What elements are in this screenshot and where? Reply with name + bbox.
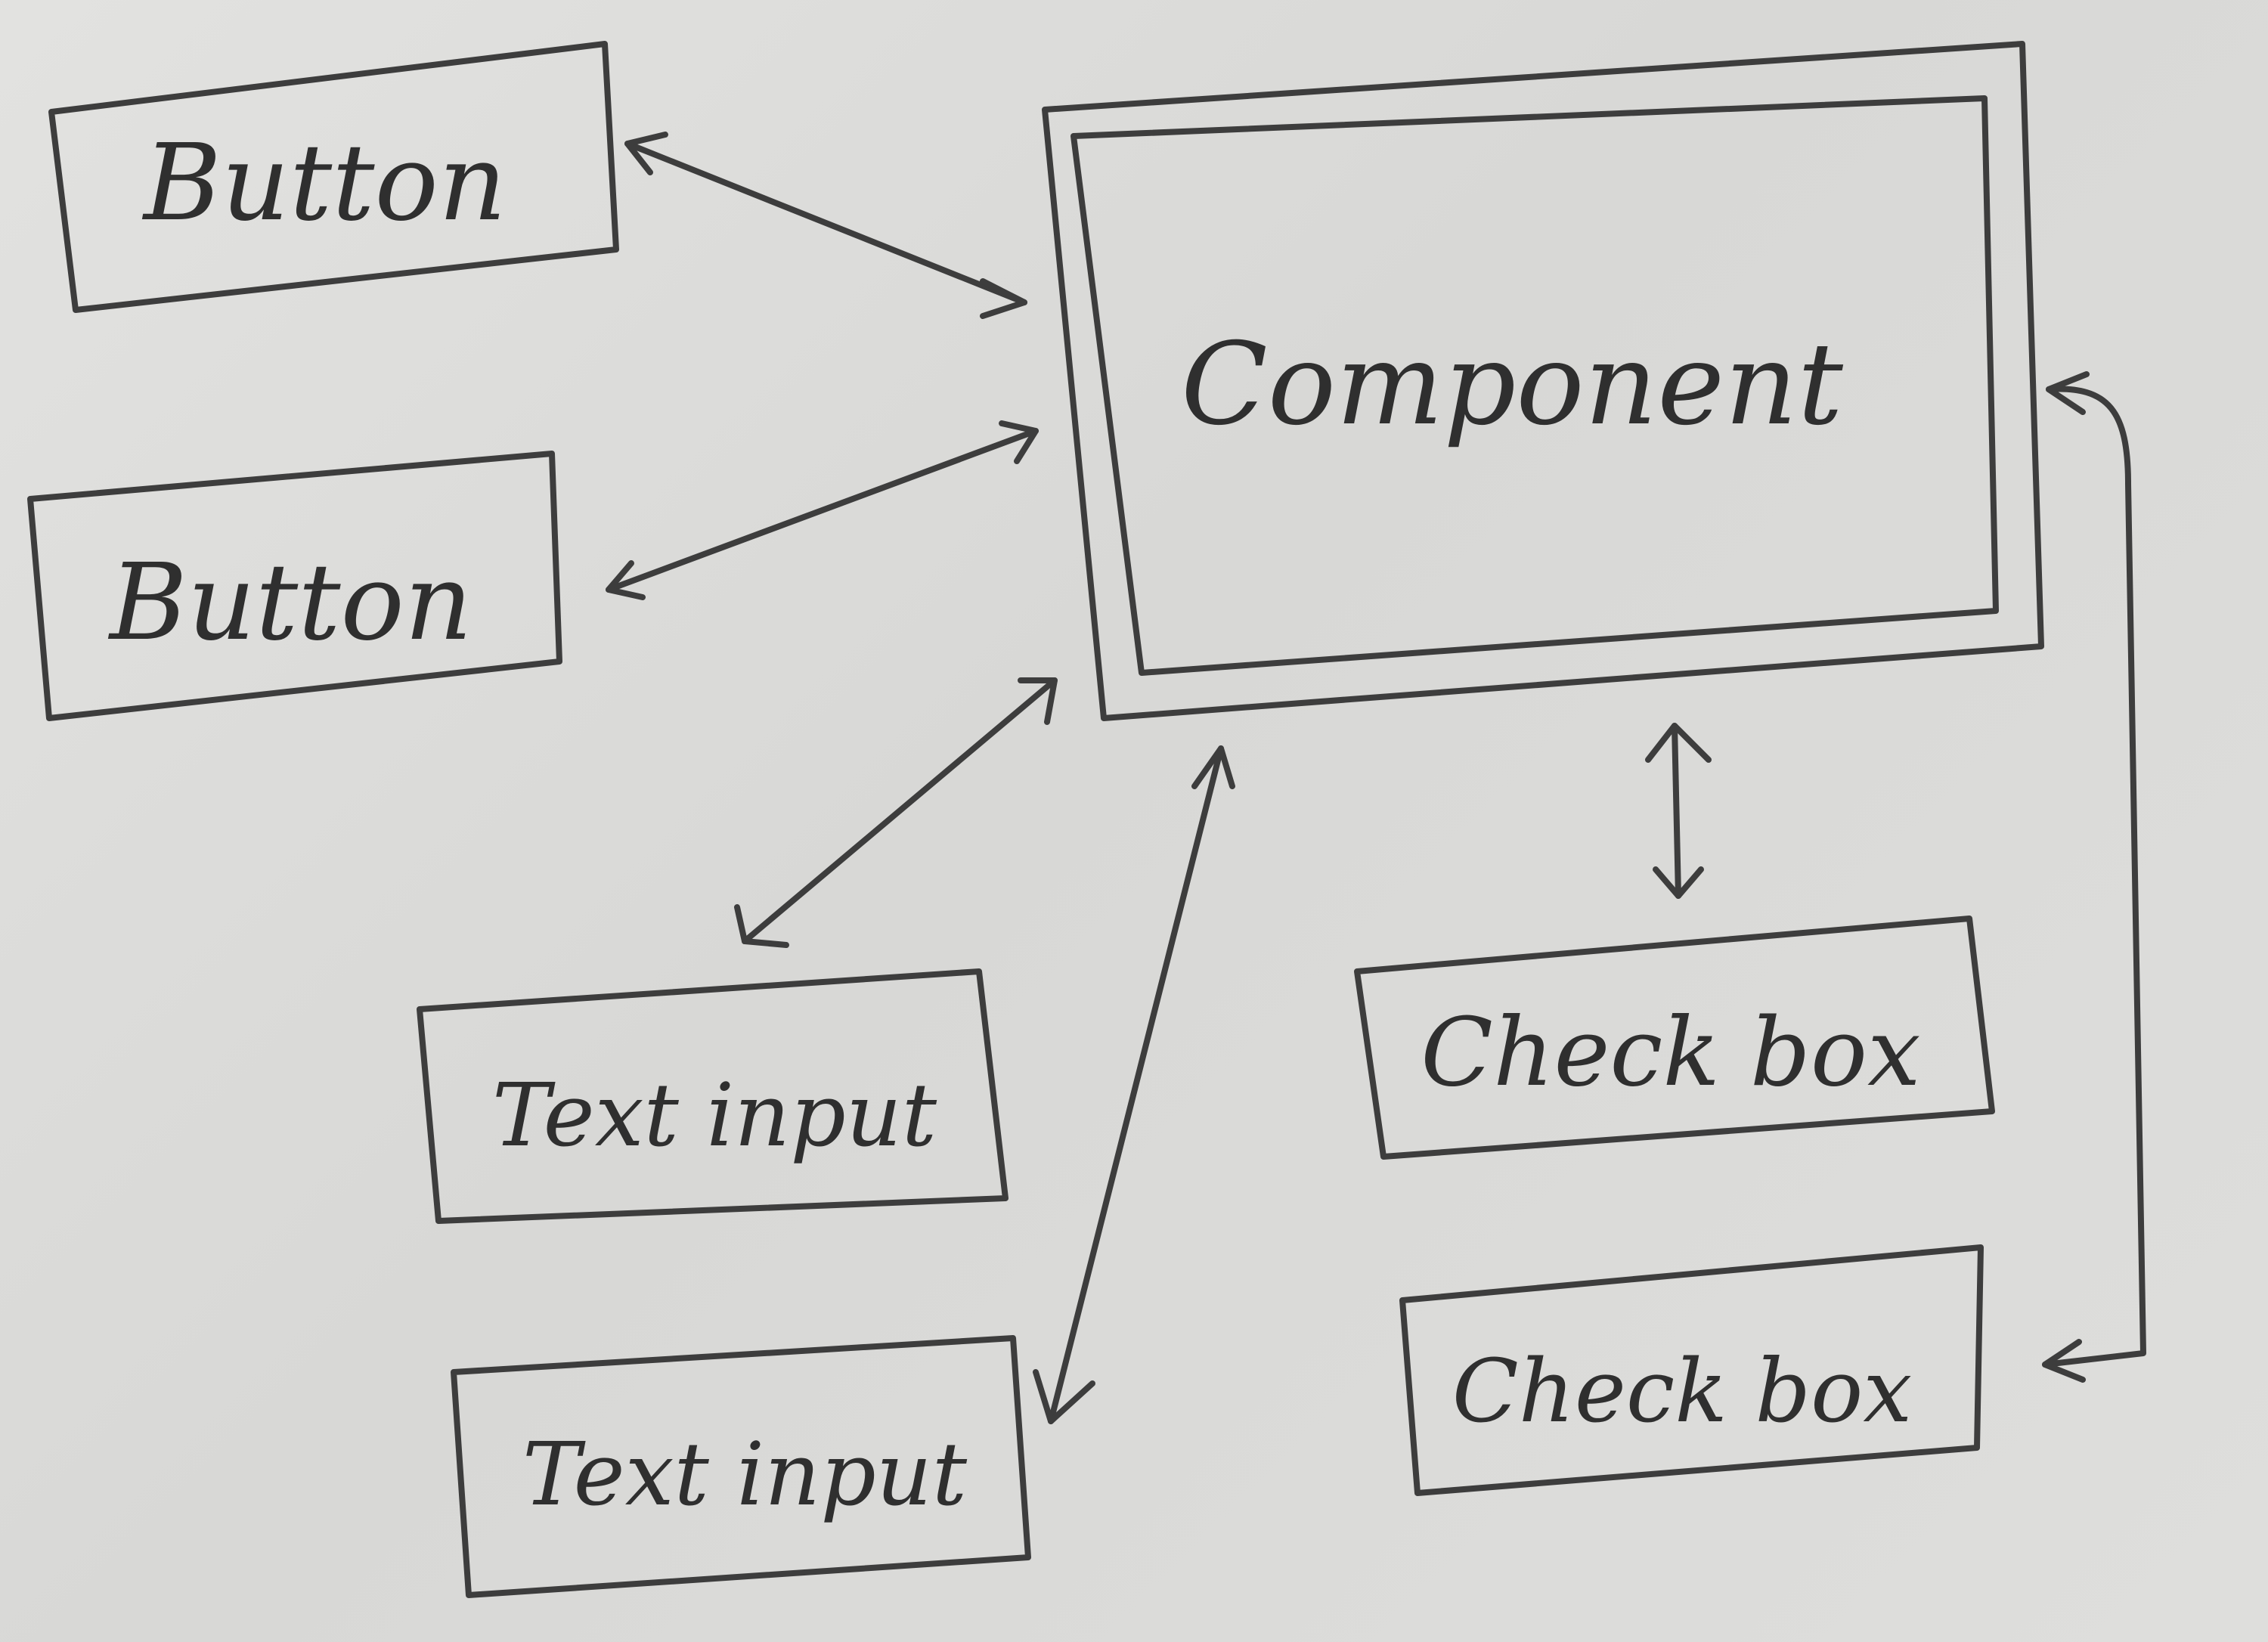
check-box-2-label: Check box [1452,1341,1912,1442]
check-box-box-2: Check box [1399,1244,1984,1496]
button-box-2: Button [27,451,562,721]
arrow-component-check-box-2 [2042,371,2146,1383]
text-input-box-2: Text input [451,1335,1031,1598]
arrow-button-1-component [624,132,1027,319]
component-inner-frame [1070,95,1999,676]
button-1-frame [48,41,619,313]
arrow-button-2-component [606,420,1039,600]
text-input-box-1: Text input [417,968,1009,1224]
component-outer-frame [1042,41,2044,721]
text-input-2-frame [451,1335,1031,1598]
text-input-1-frame [417,968,1009,1224]
button-1-label: Button [141,122,507,245]
arrow-text-input-1-component [734,677,1058,948]
arrow-component-check-box-1 [1645,723,1712,899]
button-2-frame [27,451,562,721]
component-box: Component [1042,41,2044,721]
check-box-1-label: Check box [1421,998,1920,1108]
check-box-box-1: Check box [1354,915,1995,1160]
check-box-1-frame [1354,915,1995,1160]
button-2-label: Button [107,541,472,665]
button-box-1: Button [48,41,619,313]
arrow-text-input-2-component [1033,745,1235,1424]
component-label: Component [1181,319,1844,451]
check-box-2-frame [1399,1244,1984,1496]
text-input-2-label: Text input [522,1424,968,1526]
text-input-1-label: Text input [492,1065,937,1166]
